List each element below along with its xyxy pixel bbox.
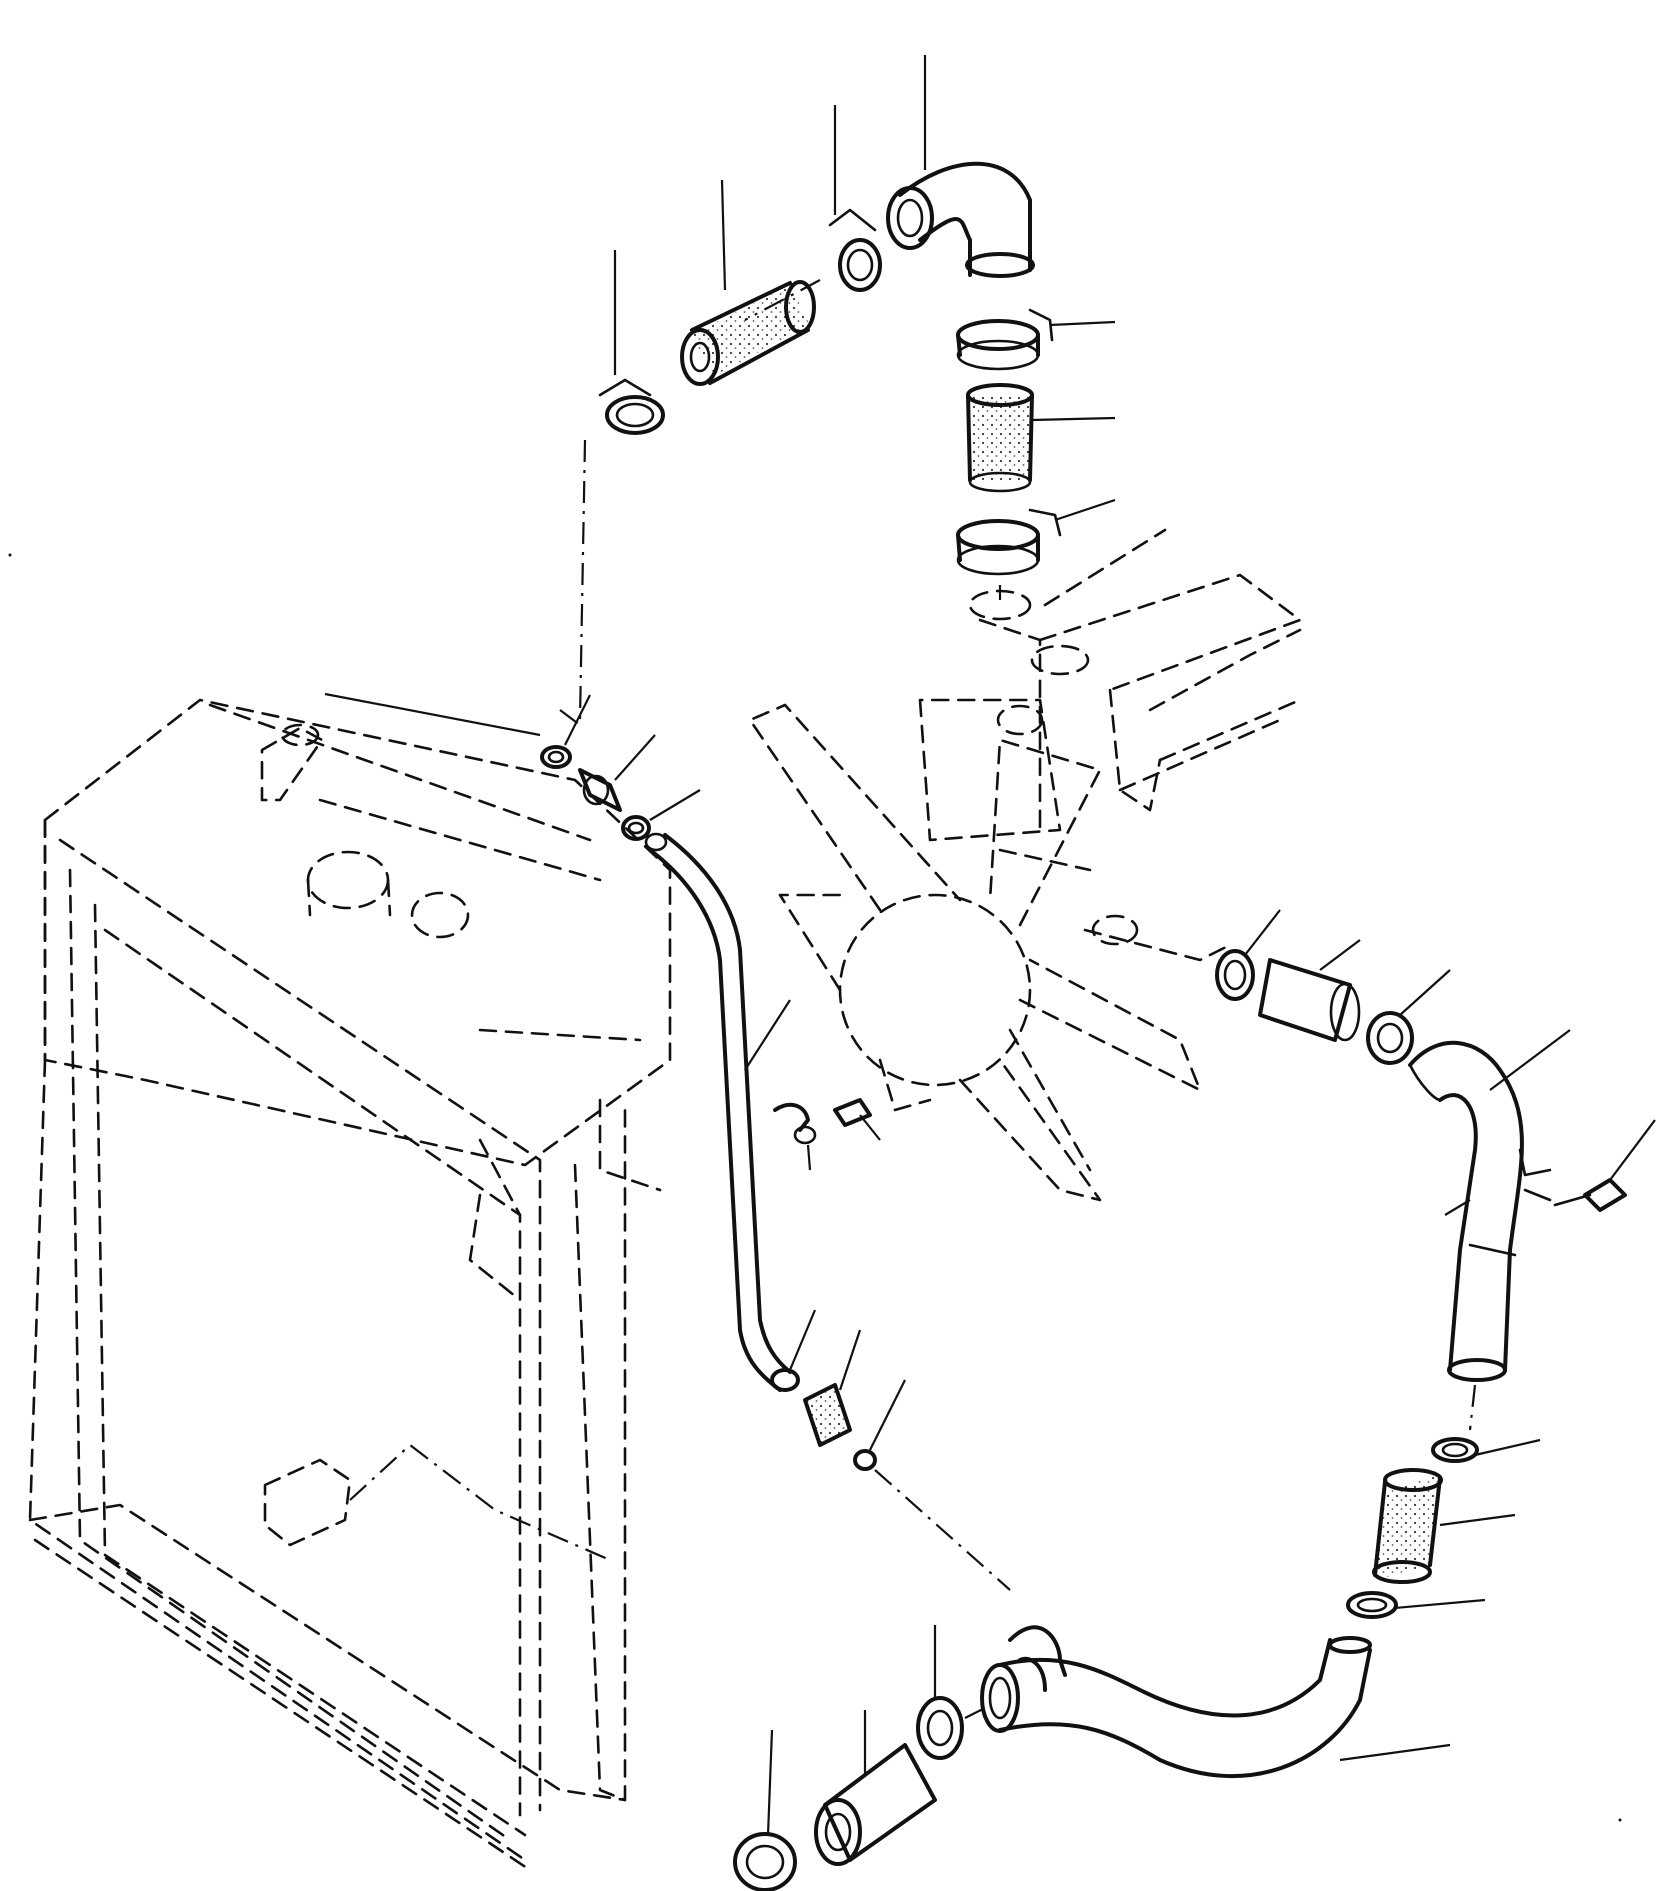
bypass-tube [644, 832, 792, 1392]
lower-water-pipe [980, 1625, 1451, 1778]
upper-clamp-mid [744, 105, 882, 321]
right-lower-clamp-b [1346, 1591, 1486, 1619]
right-lower-clamp-a [1431, 1437, 1541, 1463]
upper-clamp-left [578, 250, 665, 721]
upper-short-hose [680, 179, 816, 386]
engine-block [918, 528, 1302, 962]
lower-short-hose [814, 1710, 937, 1866]
upper-elbow-hose [886, 55, 1035, 278]
upper-vertical-hose [966, 383, 1116, 493]
radiator [28, 698, 672, 1872]
bolt-small [773, 1098, 881, 1171]
right-short-hose [1258, 939, 1361, 1042]
right-clamp-a [1215, 909, 1281, 1001]
bypass-fittings-top [324, 692, 701, 841]
right-clamp-b [1366, 969, 1451, 1065]
right-lower-hose [1372, 1468, 1516, 1584]
bolt-right [1553, 1119, 1656, 1212]
fan [748, 703, 1202, 1202]
lower-outlet-hose [1408, 1029, 1571, 1431]
upper-clamp-bottom [956, 498, 1116, 600]
lower-clamp-a [916, 1625, 986, 1760]
upper-clamp-top [956, 308, 1116, 371]
lower-clamp-b [733, 1729, 797, 1891]
bypass-fittings-bottom [770, 1309, 1011, 1591]
